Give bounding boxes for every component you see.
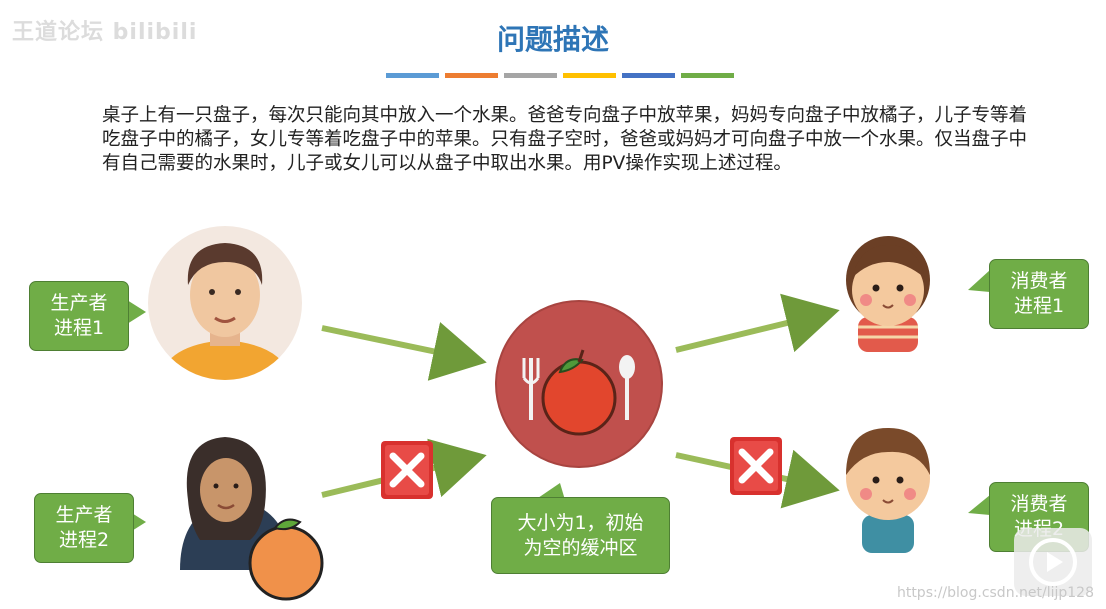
blocked-x-icon — [381, 441, 433, 499]
producer2-callout: 生产者进程2 — [34, 493, 134, 563]
callout-tail — [968, 270, 990, 292]
son-avatar — [846, 428, 930, 553]
callout-line: 生产者 — [55, 503, 112, 528]
callout-line: 消费者 — [1010, 492, 1067, 517]
buffer-callout: 大小为1，初始为空的缓冲区 — [491, 497, 670, 574]
callout-line: 进程2 — [55, 528, 112, 553]
callout-line: 进程1 — [50, 316, 107, 341]
blocked-x-icon — [730, 437, 782, 495]
arrow-producer1-to-buffer — [322, 328, 475, 360]
callout-line: 大小为1，初始 — [517, 511, 643, 536]
plate-buffer-icon — [496, 301, 662, 467]
daughter-avatar — [846, 236, 930, 352]
callout-line: 生产者 — [50, 291, 107, 316]
father-avatar — [148, 226, 302, 380]
callout-tail — [127, 300, 146, 324]
csdn-watermark: https://blog.csdn.net/lijp128 — [897, 585, 1094, 601]
callout-tail — [968, 495, 990, 515]
callout-line: 消费者 — [1010, 269, 1067, 294]
consumer1-callout: 消费者进程1 — [989, 259, 1089, 329]
arrow-buffer-to-consumer1 — [676, 313, 828, 350]
callout-line: 进程1 — [1010, 294, 1067, 319]
producer1-callout: 生产者进程1 — [29, 281, 129, 351]
callout-line: 为空的缓冲区 — [517, 536, 643, 561]
